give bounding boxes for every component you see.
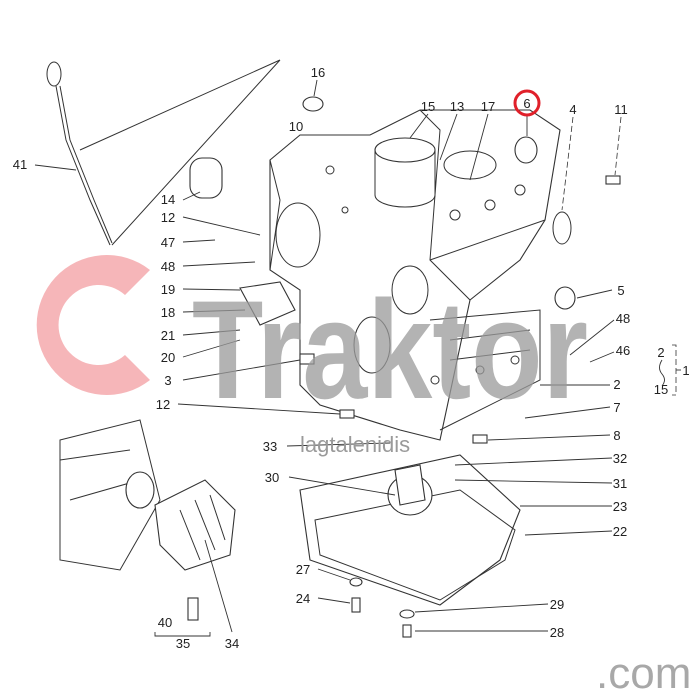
watermark-text: Traktor lagtalenidis .com bbox=[192, 271, 691, 698]
cylinder-block bbox=[269, 109, 561, 441]
watermark-suffix: .com bbox=[596, 649, 691, 698]
watermark-sub: lagtalenidis bbox=[300, 432, 410, 457]
part-label-15: 15 bbox=[421, 99, 435, 114]
highlight-circle bbox=[513, 89, 541, 117]
part-label-7: 7 bbox=[613, 400, 620, 415]
small-parts bbox=[189, 96, 621, 444]
part-label-46: 46 bbox=[616, 343, 630, 358]
dipstick bbox=[46, 59, 281, 246]
part-label-22: 22 bbox=[613, 524, 627, 539]
part-label-10: 10 bbox=[289, 119, 303, 134]
part-label-31: 31 bbox=[613, 476, 627, 491]
part-label-30: 30 bbox=[265, 470, 279, 485]
part-label-13: 13 bbox=[450, 99, 464, 114]
part-label-41: 41 bbox=[13, 157, 27, 172]
part-label-23: 23 bbox=[613, 499, 627, 514]
part-label-4: 4 bbox=[569, 102, 576, 117]
part-label-47: 47 bbox=[161, 235, 175, 250]
part-label-1: 1 bbox=[682, 363, 689, 378]
part-label-32: 32 bbox=[613, 451, 627, 466]
leader-lines bbox=[34, 79, 681, 637]
part-label-28: 28 bbox=[550, 625, 564, 640]
part-label-21: 21 bbox=[161, 328, 175, 343]
part-label-8: 8 bbox=[613, 428, 620, 443]
part-label-5: 5 bbox=[617, 283, 624, 298]
oil-pan bbox=[299, 454, 521, 606]
part-label-16: 16 bbox=[311, 65, 325, 80]
part-label-15: 15 bbox=[654, 382, 668, 397]
part-label-18: 18 bbox=[161, 305, 175, 320]
part-label-3: 3 bbox=[164, 373, 171, 388]
part-label-2: 2 bbox=[657, 345, 664, 360]
part-label-14: 14 bbox=[161, 192, 175, 207]
part-label-27: 27 bbox=[296, 562, 310, 577]
part-label-34: 34 bbox=[225, 636, 239, 651]
part-label-2: 2 bbox=[613, 377, 620, 392]
watermark-logo bbox=[36, 255, 150, 395]
oil-filter bbox=[59, 419, 415, 638]
part-label-33: 33 bbox=[263, 439, 277, 454]
part-label-12: 12 bbox=[161, 210, 175, 225]
part-label-17: 17 bbox=[481, 99, 495, 114]
part-label-29: 29 bbox=[550, 597, 564, 612]
part-label-20: 20 bbox=[161, 350, 175, 365]
part-label-11: 11 bbox=[614, 102, 628, 117]
part-label-48: 48 bbox=[161, 259, 175, 274]
part-label-19: 19 bbox=[161, 282, 175, 297]
watermark-brand: Traktor bbox=[192, 271, 588, 428]
part-label-48: 48 bbox=[616, 311, 630, 326]
part-label-40: 40 bbox=[158, 615, 172, 630]
part-label-35: 35 bbox=[176, 636, 190, 651]
part-label-24: 24 bbox=[296, 591, 310, 606]
part-label-12: 12 bbox=[156, 397, 170, 412]
part-label-6: 6 bbox=[523, 96, 530, 111]
